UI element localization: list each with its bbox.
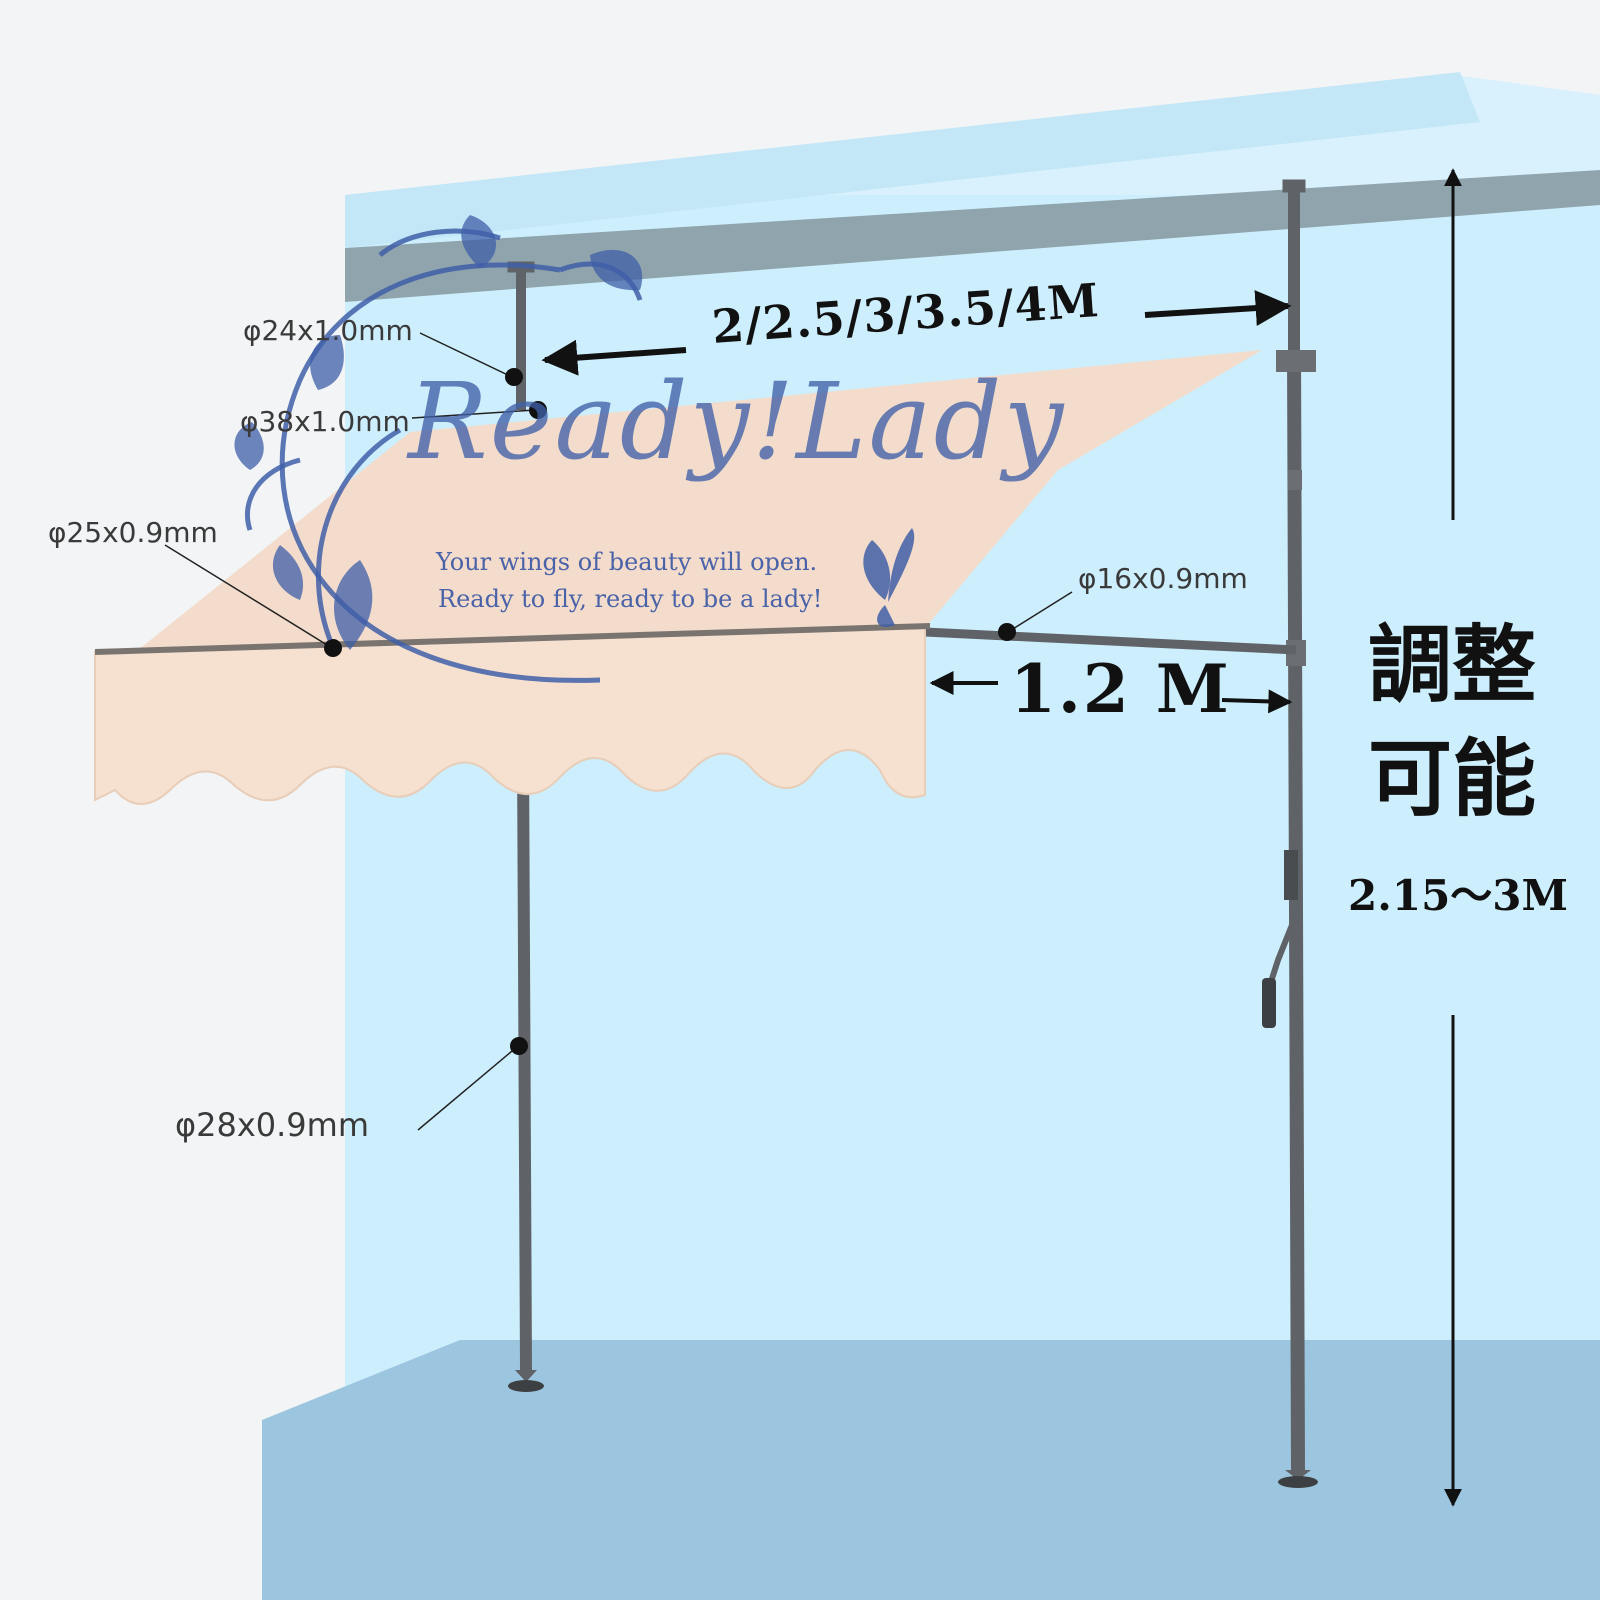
label-upper-post-pipe: φ24x1.0mm xyxy=(243,314,413,347)
ceiling-front xyxy=(345,72,1480,248)
label-side-arm: φ16x0.9mm xyxy=(1078,562,1248,595)
floor xyxy=(262,1340,1600,1600)
brand-watermark: Ready!Lady xyxy=(408,360,1066,483)
front-roller xyxy=(94,623,931,655)
depth-arrow-right xyxy=(1221,689,1293,714)
measure-points xyxy=(324,368,1016,1055)
adjustable-label-line1: 調整 xyxy=(1368,615,1537,714)
width-arrow-left xyxy=(541,339,687,376)
butterfly-icon xyxy=(863,528,915,628)
label-upper-post-joint: φ38x1.0mm xyxy=(240,405,410,438)
leaf-ornaments xyxy=(234,215,643,650)
height-range-label: 2.15～3M xyxy=(1348,871,1569,920)
dimension-arrows xyxy=(541,168,1462,1507)
ceiling-edge xyxy=(345,170,1600,302)
tagline-line-1: Your wings of beauty will open. xyxy=(436,548,818,576)
depth-dimension-label: 1.2 M xyxy=(1010,650,1231,728)
canopy-top xyxy=(138,350,1262,650)
label-lower-post-pipe: φ28x0.9mm xyxy=(175,1106,369,1144)
label-front-roller-bar: φ25x0.9mm xyxy=(48,516,218,549)
leader-lines xyxy=(164,332,1073,1131)
adjustable-label-line2: 可能 xyxy=(1368,729,1537,828)
side-arm-bar xyxy=(924,627,1297,655)
width-arrow-right xyxy=(1144,290,1292,326)
tagline-line-2: Ready to fly, ready to be a lady! xyxy=(438,585,823,613)
canopy-valance xyxy=(94,626,926,805)
